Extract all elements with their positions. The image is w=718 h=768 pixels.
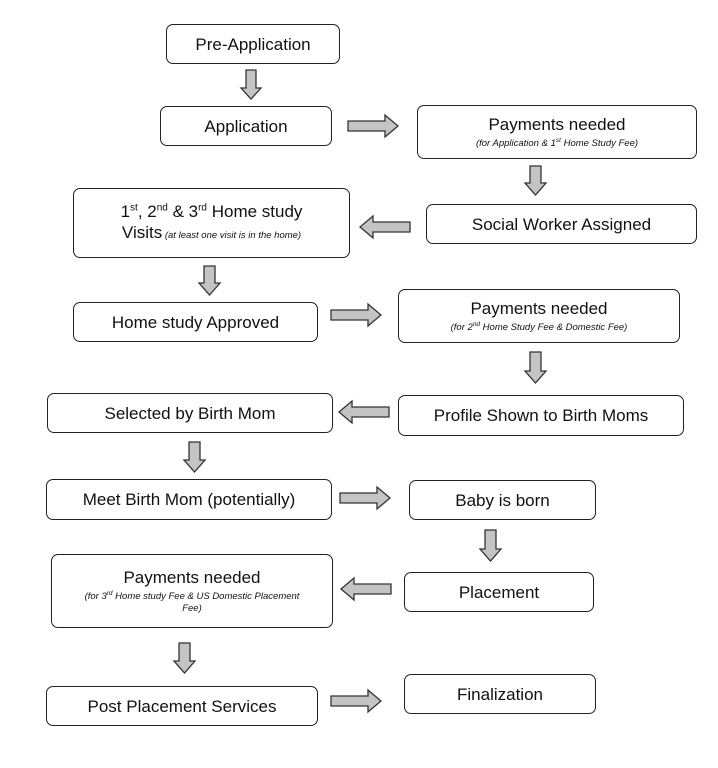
visit-1-number: 1 [120, 201, 131, 221]
payments-needed-3-note-sup: rd [106, 589, 113, 597]
arrow-down-payments-to-post-placement [172, 642, 197, 674]
pre-application-label: Pre-Application [195, 34, 311, 54]
visits-note: (at least one visit is in the home) [162, 229, 302, 241]
arrow-down-baby-born-to-placement [478, 529, 503, 562]
arrow-down-payments-to-social-worker [523, 165, 548, 196]
finalization-box: Finalization [404, 674, 596, 714]
home-study-text: Home study [207, 201, 303, 221]
finalization-label: Finalization [457, 684, 543, 704]
arrow-down-pre-application-to-application [239, 69, 263, 100]
payments-needed-2-note-text: (for 2 [450, 322, 473, 333]
placement-box: Placement [404, 572, 594, 612]
payments-needed-3-note: (for 3rd Home study Fee & US Domestic Pl… [80, 589, 305, 615]
payments-needed-1-title: Payments needed [488, 115, 626, 134]
baby-is-born-label: Baby is born [455, 490, 550, 510]
payments-needed-2-note-text-end: Home Study Fee & Domestic Fee) [480, 322, 628, 333]
profile-shown-label: Profile Shown to Birth Moms [433, 406, 649, 425]
arrow-right-application-to-payments [347, 113, 400, 139]
arrow-down-selected-to-meet [182, 441, 207, 473]
visit-1-sup: st [130, 201, 138, 213]
visit-3-number: & 3 [167, 201, 199, 221]
payments-needed-1-note-text: (for Application & 1 [475, 138, 556, 149]
home-study-approved-box: Home study Approved [73, 302, 318, 342]
payments-needed-3-note-text: (for 3 [84, 591, 107, 602]
selected-by-birth-mom-box: Selected by Birth Mom [47, 393, 333, 433]
home-study-visits-line1: 1st, 2nd & 3rd Home study [121, 201, 303, 222]
arrow-down-payments-to-profile [523, 351, 548, 384]
payments-needed-3-note-text-end: Home study Fee & US Domestic Placement F… [112, 591, 300, 614]
payments-needed-2-title: Payments needed [470, 299, 608, 318]
payments-needed-2-box: Payments needed (for 2nd Home Study Fee … [398, 289, 680, 343]
home-study-visits-box: 1st, 2nd & 3rd Home study Visits (at lea… [73, 188, 350, 258]
payments-needed-2-note-sup: nd [472, 320, 481, 328]
pre-application-box: Pre-Application [166, 24, 340, 64]
payments-needed-1-note-text-end: Home Study Fee) [560, 138, 639, 149]
arrow-right-post-placement-to-finalization [330, 688, 383, 714]
social-worker-box: Social Worker Assigned [426, 204, 697, 244]
meet-birth-mom-label: Meet Birth Mom (potentially) [82, 490, 296, 509]
payments-needed-3-title: Payments needed [123, 568, 261, 587]
profile-shown-box: Profile Shown to Birth Moms [398, 395, 684, 436]
placement-label: Placement [458, 582, 540, 602]
payments-needed-1-note: (for Application & 1st Home Study Fee) [475, 136, 639, 150]
payments-needed-3-box: Payments needed (for 3rd Home study Fee … [51, 554, 333, 628]
post-placement-services-box: Post Placement Services [46, 686, 318, 726]
arrow-right-approved-to-payments [330, 302, 383, 328]
payments-needed-1-box: Payments needed (for Application & 1st H… [417, 105, 697, 159]
visits-word: Visits [121, 222, 163, 242]
meet-birth-mom-box: Meet Birth Mom (potentially) [46, 479, 332, 520]
home-study-approved-label: Home study Approved [111, 312, 280, 332]
visit-3-sup: rd [198, 201, 207, 213]
application-label: Application [204, 116, 288, 136]
arrow-down-visits-to-approved [197, 265, 222, 296]
visit-2-number: , 2 [137, 201, 157, 221]
social-worker-label: Social Worker Assigned [471, 214, 652, 234]
arrow-left-social-worker-to-visits [358, 214, 411, 240]
post-placement-services-label: Post Placement Services [87, 696, 277, 716]
home-study-visits-line2: Visits (at least one visit is in the hom… [122, 222, 301, 246]
arrow-left-placement-to-payments [339, 576, 392, 602]
baby-is-born-box: Baby is born [409, 480, 596, 520]
payments-needed-1-note-sup: st [555, 136, 561, 144]
payments-needed-2-note: (for 2nd Home Study Fee & Domestic Fee) [450, 320, 628, 334]
arrow-right-meet-to-baby-born [339, 485, 392, 511]
arrow-left-profile-to-selected [337, 399, 390, 425]
visit-2-sup: nd [156, 201, 168, 213]
application-box: Application [160, 106, 332, 146]
selected-by-birth-mom-label: Selected by Birth Mom [104, 403, 276, 423]
